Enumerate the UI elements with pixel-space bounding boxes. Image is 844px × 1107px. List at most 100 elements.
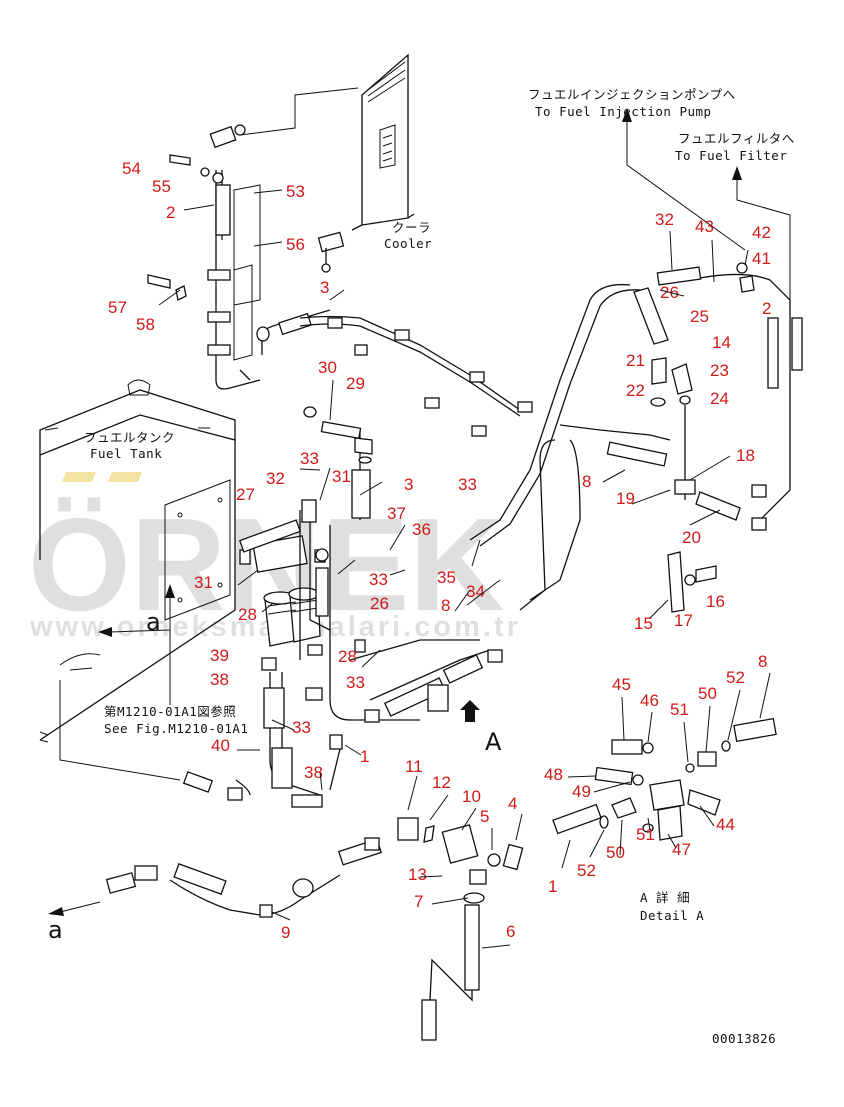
callout-label: 1 bbox=[548, 877, 557, 896]
callout-label: 30 bbox=[318, 358, 337, 377]
callout-label: 33 bbox=[292, 718, 311, 737]
callout-label: 28 bbox=[338, 647, 357, 666]
detail-a: A 詳 細 Detail A bbox=[552, 717, 777, 923]
cooler-label-en: Cooler bbox=[384, 236, 432, 251]
leader-cooler-top bbox=[239, 87, 359, 136]
callout-label: 43 bbox=[695, 217, 714, 236]
bolts-top-left bbox=[147, 154, 224, 301]
callout-label: 33 bbox=[346, 673, 365, 692]
clamps-upper bbox=[327, 317, 533, 437]
water-separator-assembly: A bbox=[329, 639, 503, 791]
callout-label: 15 bbox=[634, 614, 653, 633]
callout-label: 8 bbox=[441, 596, 450, 615]
callout-label: 37 bbox=[387, 504, 406, 523]
callout-label: 32 bbox=[655, 210, 674, 229]
callout-label: 44 bbox=[716, 815, 735, 834]
callout-label: 9 bbox=[281, 923, 290, 942]
callout-numbers: 54 55 2 53 56 57 58 3 32 43 42 41 26 2 2… bbox=[108, 159, 771, 942]
callout-label: 19 bbox=[616, 489, 635, 508]
callout-label: 46 bbox=[640, 691, 659, 710]
callout-label: 28 bbox=[238, 605, 257, 624]
callout-label: 38 bbox=[304, 763, 323, 782]
drawing-number: 00013826 bbox=[712, 1031, 776, 1046]
callout-label: 31 bbox=[332, 467, 351, 486]
callout-label: 34 bbox=[466, 582, 485, 601]
callout-label: 32 bbox=[266, 469, 285, 488]
cooler-label-jp: クーラ bbox=[392, 220, 431, 235]
right-fittings bbox=[606, 262, 803, 613]
callout-label: 2 bbox=[166, 203, 175, 222]
callout-leaders bbox=[158, 189, 771, 949]
callout-label: 47 bbox=[672, 840, 691, 859]
callout-label: 3 bbox=[404, 475, 413, 494]
callout-label: 4 bbox=[508, 794, 517, 813]
callout-label: 16 bbox=[706, 592, 725, 611]
note-pump-jp: フュエルインジェクションポンプへ bbox=[528, 87, 736, 102]
callout-label: 49 bbox=[572, 782, 591, 801]
callout-label: 33 bbox=[300, 449, 319, 468]
fuel-filters bbox=[238, 519, 329, 671]
callout-label: 27 bbox=[236, 485, 255, 504]
callout-label: 26 bbox=[370, 594, 389, 613]
watermark-accent bbox=[62, 472, 96, 482]
fuel-tank: フュエルタンク Fuel Tank bbox=[39, 379, 236, 741]
callout-label: 51 bbox=[670, 700, 689, 719]
fig-ref-jp: 第M1210-01A1図参照 bbox=[104, 704, 236, 719]
pipe-right bbox=[699, 273, 791, 521]
callout-label: 21 bbox=[626, 351, 645, 370]
callout-label: 41 bbox=[752, 249, 771, 268]
tank-label-en: Fuel Tank bbox=[90, 446, 162, 461]
callout-label: 39 bbox=[210, 646, 229, 665]
callout-label: 8 bbox=[758, 652, 767, 671]
callout-label: 50 bbox=[698, 684, 717, 703]
callout-label: 20 bbox=[682, 528, 701, 547]
callout-label: 22 bbox=[626, 381, 645, 400]
callout-label: 56 bbox=[286, 235, 305, 254]
callout-label: 13 bbox=[408, 865, 427, 884]
tank-label-jp: フュエルタンク bbox=[84, 430, 175, 445]
callout-label: 38 bbox=[210, 670, 229, 689]
callout-label: 33 bbox=[458, 475, 477, 494]
callout-label: 2 bbox=[762, 299, 771, 318]
callout-label: 29 bbox=[346, 374, 365, 393]
callout-label: 40 bbox=[211, 736, 230, 755]
callout-label: 24 bbox=[710, 389, 729, 408]
lower-left-hoses bbox=[182, 406, 420, 808]
callout-label: 18 bbox=[736, 446, 755, 465]
flow-arrows: フュエルインジェクションポンプへ To Fuel Injection Pump … bbox=[528, 87, 795, 310]
callout-label: 48 bbox=[544, 765, 563, 784]
callout-label: 10 bbox=[462, 787, 481, 806]
callout-label: 31 bbox=[194, 573, 213, 592]
callout-label: 7 bbox=[414, 892, 423, 911]
callout-label: 42 bbox=[752, 223, 771, 242]
note-pump-en: To Fuel Injection Pump bbox=[535, 104, 712, 119]
callout-label: 45 bbox=[612, 675, 631, 694]
callout-label: 8 bbox=[582, 472, 591, 491]
callout-label: 58 bbox=[136, 315, 155, 334]
callout-label: 17 bbox=[674, 611, 693, 630]
note-filter-jp: フュエルフィルタへ bbox=[678, 131, 795, 146]
watermark-accent bbox=[108, 472, 142, 482]
pipe-to-pump bbox=[469, 283, 631, 541]
figure-reference: 第M1210-01A1図参照 See Fig.M1210-01A1 a bbox=[39, 584, 248, 781]
callout-label: 1 bbox=[360, 747, 369, 766]
cooler-hoses bbox=[207, 124, 345, 390]
callout-label: 57 bbox=[108, 298, 127, 317]
callout-label: 35 bbox=[437, 568, 456, 587]
label-a-lower: a bbox=[48, 916, 63, 944]
pipe-mid bbox=[559, 424, 671, 441]
callout-label: 14 bbox=[712, 333, 731, 352]
pipe-to-pump-b bbox=[479, 289, 641, 547]
callout-label: 25 bbox=[690, 307, 709, 326]
callout-label: 6 bbox=[506, 922, 515, 941]
callout-label: 3 bbox=[320, 278, 329, 297]
callout-label: 36 bbox=[412, 520, 431, 539]
pipe-mid-down-b bbox=[529, 439, 581, 601]
callout-label: 53 bbox=[286, 182, 305, 201]
pipe-mid-down bbox=[519, 439, 556, 611]
note-filter-en: To Fuel Filter bbox=[675, 148, 787, 163]
arrow-a-label: A bbox=[485, 728, 502, 756]
callout-label: 54 bbox=[122, 159, 141, 178]
callout-label: 52 bbox=[577, 861, 596, 880]
callout-label: 55 bbox=[152, 177, 171, 196]
